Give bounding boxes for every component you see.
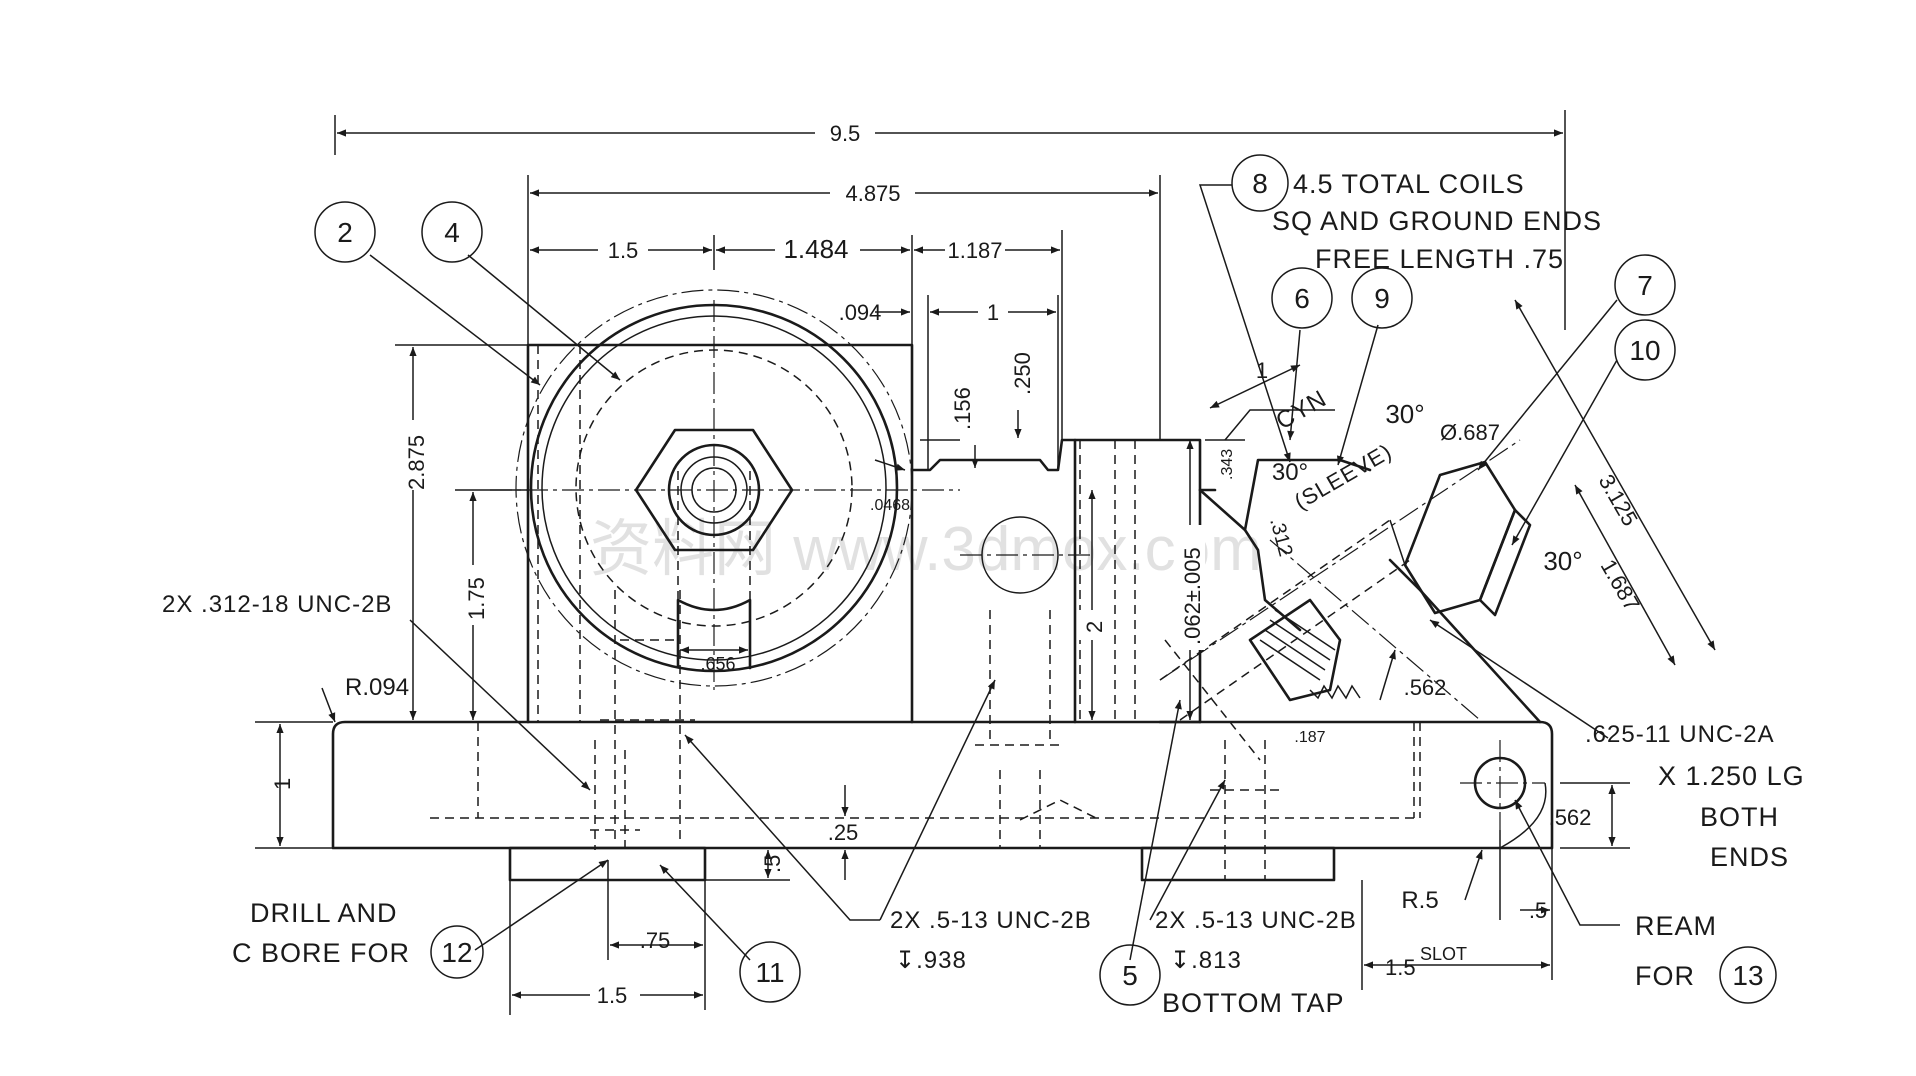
dim-d20: 30°: [1385, 399, 1424, 429]
dim-d30: 1.5: [597, 983, 628, 1008]
dim-d22: 30°: [1543, 546, 1582, 576]
dimension-texts: 9.5 4.875 1.5 1.484 1.187 .094 1 .250 .1…: [270, 118, 1645, 1010]
dim-d28: .5: [760, 855, 785, 873]
dim-d32: R.5: [1401, 887, 1438, 914]
note-tap5b-2: ↧.813: [1170, 947, 1242, 974]
balloon-2: 2: [314, 201, 376, 263]
middle-block: [910, 438, 1217, 848]
dim-d29: .75: [640, 928, 671, 953]
note-tap5b-1: 2X .5-13 UNC-2B: [1155, 907, 1357, 934]
note-tap5b-3: BOTTOM TAP: [1162, 988, 1345, 1018]
svg-text:4: 4: [444, 217, 460, 248]
balloon-8: 8: [1231, 154, 1289, 212]
dim-d31: .562: [1549, 805, 1592, 830]
base-plate: [331, 720, 1554, 882]
balloon-13: 13: [1719, 946, 1777, 1004]
svg-text:8: 8: [1252, 168, 1268, 199]
dim-d24: Ø.687: [1440, 420, 1500, 445]
dim-d13: 2: [1082, 621, 1107, 633]
note-ream: REAM: [1635, 911, 1717, 941]
svg-text:7: 7: [1637, 270, 1653, 301]
dim-d6: .250: [1010, 352, 1035, 395]
dim-d27: .25: [828, 820, 859, 845]
dim-d21: 30°: [1272, 459, 1308, 486]
left-upright: [490, 289, 960, 850]
balloon-10: 10: [1614, 319, 1676, 381]
dim-d23: 1: [1256, 358, 1268, 383]
dim-d35: SLOT: [1420, 944, 1467, 964]
note-tap5a-1: 2X .5-13 UNC-2B: [890, 907, 1092, 934]
dim-d34: 1.5: [1385, 955, 1416, 980]
dim-d11: 1.75: [464, 577, 489, 620]
dim-d10: 2.875: [404, 435, 429, 490]
note-thread-2: X 1.250 LG: [1658, 761, 1805, 791]
dim-d2: 1.484: [783, 234, 848, 264]
dim-d18: 3.125: [1594, 470, 1643, 530]
dim-d19: 1.687: [1596, 555, 1645, 615]
leader-lines: [369, 184, 1620, 961]
ream-hole: [1460, 740, 1547, 849]
balloon-4: 4: [421, 201, 483, 263]
note-drill: DRILL AND: [250, 898, 398, 928]
balloon-6: 6: [1271, 267, 1333, 329]
dim-d26: 1: [270, 778, 295, 790]
svg-text:13: 13: [1732, 960, 1763, 991]
angled-bracket: [1158, 439, 1542, 761]
dim-d12: .656: [700, 654, 735, 674]
notes: 4.5 TOTAL COILS SQ AND GROUND ENDS FREE …: [162, 169, 1805, 1018]
svg-text:6: 6: [1294, 283, 1310, 314]
balloon-11: 11: [739, 941, 801, 1003]
svg-text:10: 10: [1629, 335, 1660, 366]
svg-text:5: 5: [1122, 960, 1138, 991]
note-tap5a-2: ↧.938: [895, 947, 967, 974]
dim-d15: .312: [1265, 516, 1296, 559]
svg-text:9: 9: [1374, 283, 1390, 314]
note-cyn: CYN: [1272, 385, 1332, 435]
dim-d4: .094: [839, 300, 882, 325]
dim-d5: 1: [987, 300, 999, 325]
balloon-5: 5: [1099, 944, 1161, 1006]
note-thread-3: BOTH: [1700, 802, 1779, 832]
note-ream-for: FOR: [1635, 961, 1695, 991]
dim-d16: .187: [1294, 729, 1325, 746]
note-thread-4: ENDS: [1710, 842, 1789, 872]
balloon-12: 12: [430, 925, 484, 979]
balloon-9: 9: [1351, 267, 1413, 329]
note-cbore: C BORE FOR: [232, 938, 410, 968]
svg-text:11: 11: [755, 957, 784, 988]
note-spring-length: FREE LENGTH .75: [1315, 244, 1564, 274]
note-spring-ends: SQ AND GROUND ENDS: [1272, 206, 1602, 236]
dim-d3: 1.187: [947, 238, 1002, 263]
dim-d1: 1.5: [608, 238, 639, 263]
note-spring-coils: 4.5 TOTAL COILS: [1293, 169, 1525, 199]
base-hidden-bolts: [590, 740, 1280, 880]
dim-overall: 9.5: [830, 121, 861, 146]
dim-d8: .0468: [870, 497, 910, 514]
dim-upright: 4.875: [845, 181, 900, 206]
dim-d7: .156: [950, 387, 975, 430]
dim-d17: .562: [1404, 675, 1447, 700]
dim-d9: .343: [1219, 449, 1236, 480]
dim-d14: .062±.005: [1180, 547, 1205, 645]
svg-text:12: 12: [441, 937, 472, 968]
dim-d33: .5: [1529, 898, 1547, 923]
balloon-7: 7: [1614, 254, 1676, 316]
svg-text:2: 2: [337, 217, 353, 248]
note-thread-1: .625-11 UNC-2A: [1585, 721, 1775, 748]
dim-d25: R.094: [345, 674, 409, 701]
note-tap-312: 2X .312-18 UNC-2B: [162, 591, 392, 618]
